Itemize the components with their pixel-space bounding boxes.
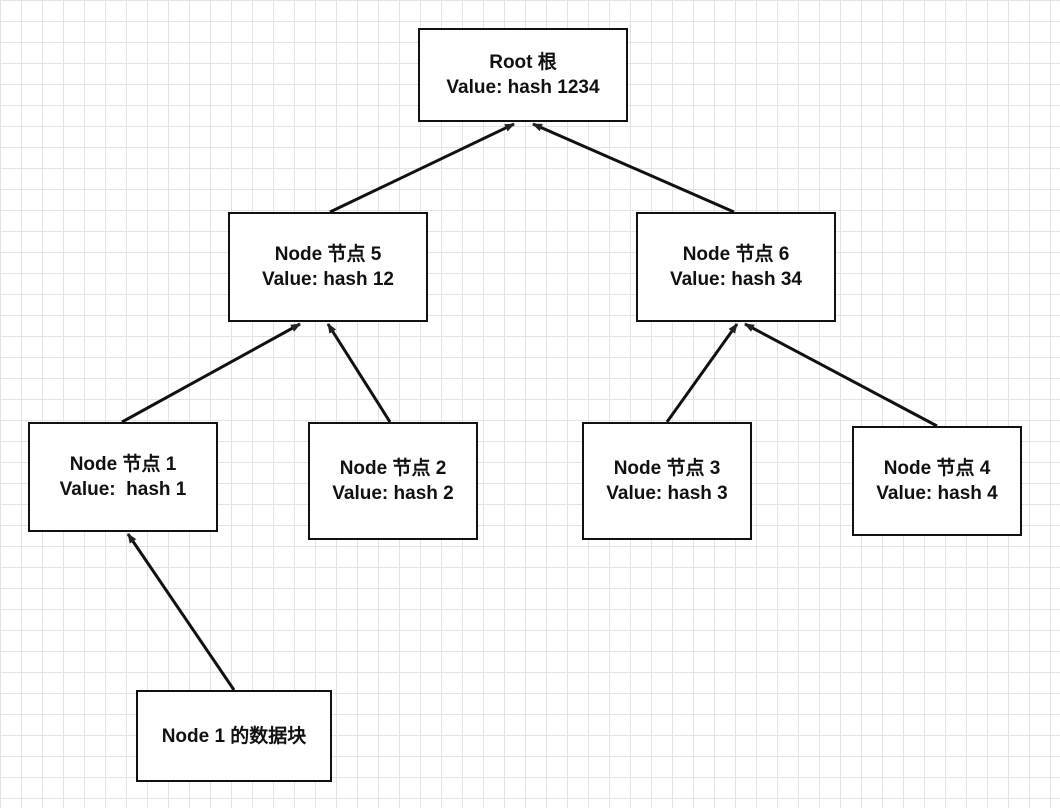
node-5-value: Value: hash 12 [261, 269, 394, 290]
node-1[interactable]: Node 节点 1 Value: hash 1 [28, 422, 218, 532]
edge-node1-to-node5 [121, 322, 301, 424]
node-3-value: Value: hash 3 [606, 483, 728, 504]
node-4-title: Node 节点 4 [883, 458, 991, 479]
edge-node4-to-node6 [744, 322, 938, 428]
node-2[interactable]: Node 节点 2 Value: hash 2 [308, 422, 478, 540]
node-3[interactable]: Node 节点 3 Value: hash 3 [582, 422, 752, 540]
root-node[interactable]: Root 根 Value: hash 1234 [418, 28, 628, 122]
node-4-value: Value: hash 4 [876, 483, 998, 504]
data-block-title: Node 1 的数据块 [161, 725, 307, 747]
edge-node6-to-root [532, 122, 735, 214]
edge-node3-to-node6 [665, 323, 739, 423]
node-1-value: Value: hash 1 [59, 479, 187, 500]
data-block-node[interactable]: Node 1 的数据块 [136, 690, 332, 782]
edge-data_block-to-node1 [126, 533, 236, 691]
root-node-value: Value: hash 1234 [446, 77, 600, 98]
node-3-title: Node 节点 3 [613, 458, 721, 479]
node-2-value: Value: hash 2 [332, 483, 454, 504]
node-6-title: Node 节点 6 [682, 244, 790, 265]
edge-node5-to-root [329, 122, 515, 214]
node-6-value: Value: hash 34 [669, 269, 802, 290]
node-5-title: Node 节点 5 [274, 244, 382, 265]
node-2-title: Node 节点 2 [339, 458, 447, 479]
edge-node2-to-node5 [326, 323, 392, 423]
node-1-title: Node 节点 1 [69, 454, 177, 475]
node-5[interactable]: Node 节点 5 Value: hash 12 [228, 212, 428, 322]
node-4[interactable]: Node 节点 4 Value: hash 4 [852, 426, 1022, 536]
node-6[interactable]: Node 节点 6 Value: hash 34 [636, 212, 836, 322]
root-node-title: Root 根 [489, 52, 557, 73]
